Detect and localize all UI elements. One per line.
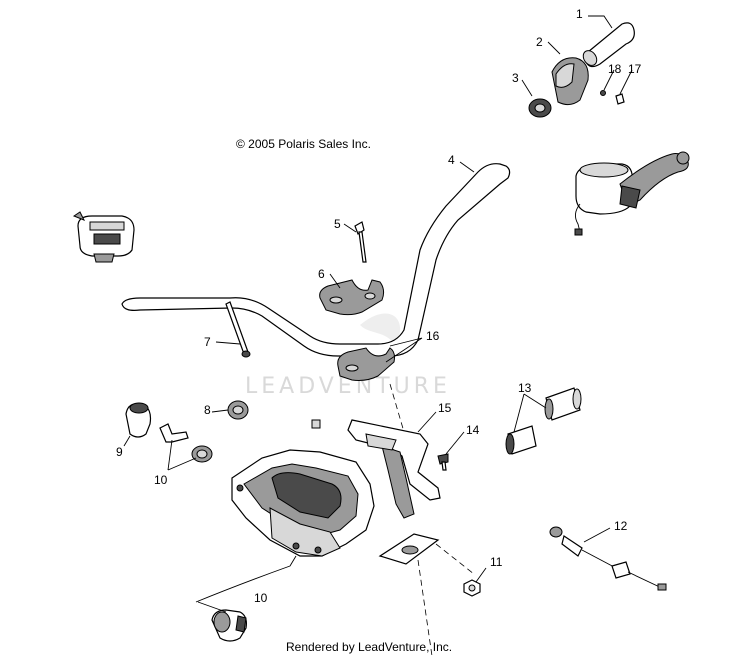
part-bolt-5: [354, 221, 367, 263]
part-nut: [463, 579, 481, 597]
part-bracket: [347, 419, 441, 519]
part-grommet-8: [227, 400, 249, 420]
callout-17: 17: [628, 62, 642, 76]
centerline-nut: [435, 543, 475, 575]
callout-14: 14: [466, 423, 480, 437]
callout-10-lower: 10: [254, 591, 268, 605]
part-small-screw-17: [615, 93, 625, 105]
callout-7: 7: [204, 335, 211, 349]
copyright-text: © 2005 Polaris Sales Inc.: [236, 137, 371, 151]
callout-11: 11: [490, 555, 503, 569]
callout-13: 13: [518, 381, 532, 395]
part-throttle-housing: [551, 57, 589, 106]
part-handlebar: [121, 163, 511, 357]
part-plate: [378, 533, 440, 565]
callout-15: 15: [438, 401, 452, 415]
part-instrument-pod: [231, 419, 375, 557]
part-left-switch: [72, 211, 135, 263]
callout-3: 3: [512, 71, 519, 85]
part-cylinder-13b: [544, 387, 582, 421]
part-ignition-switch: [211, 609, 247, 642]
callout-5: 5: [334, 217, 341, 231]
part-key-ring: [191, 445, 213, 463]
part-cylinder-13a: [505, 425, 537, 455]
part-gauge: [125, 402, 152, 438]
part-washer: [528, 98, 552, 118]
callout-12: 12: [614, 519, 628, 533]
callout-1: 1: [576, 7, 583, 21]
footer-text: Rendered by LeadVenture, Inc.: [286, 640, 452, 654]
callout-6: 6: [318, 267, 325, 281]
callout-16: 16: [426, 329, 440, 343]
callout-4: 4: [448, 153, 455, 167]
part-lower-clamp: [337, 347, 395, 381]
part-screw-14: [437, 453, 449, 471]
callout-9: 9: [116, 445, 123, 459]
callout-labels: 1 2 3 18 17 4 5 6 7 16 8 9 10 15 14 13 1…: [116, 7, 642, 605]
part-key: [159, 423, 189, 443]
centerline-lower: [417, 559, 433, 656]
part-long-bolt: [225, 301, 251, 358]
part-upper-clamp: [319, 279, 385, 316]
part-cable: [549, 526, 667, 591]
leader-lines: [123, 15, 633, 613]
callout-2: 2: [536, 35, 543, 49]
callout-10-upper: 10: [154, 473, 168, 487]
callout-18: 18: [608, 62, 622, 76]
part-small-screw-18: [600, 90, 606, 96]
callout-8: 8: [204, 403, 211, 417]
part-brake-lever: [574, 151, 690, 236]
part-grip: [582, 22, 635, 68]
